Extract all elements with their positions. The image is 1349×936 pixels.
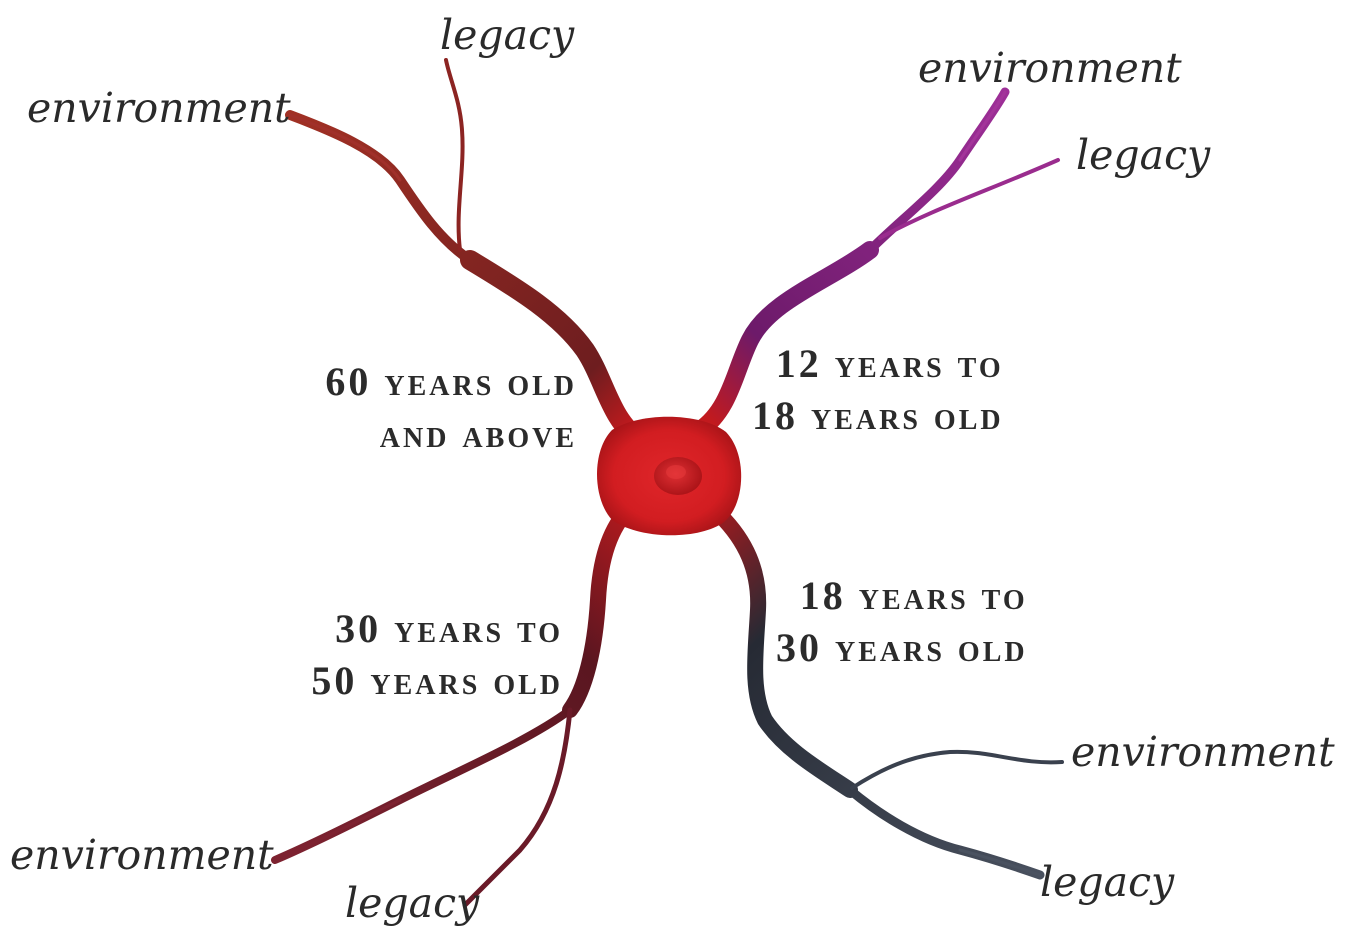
stage-label-30-to-50: 30 years to 50 years old bbox=[311, 603, 563, 707]
upper-right-environment-label: environment bbox=[918, 48, 1182, 89]
stage-label-line: 18 years old bbox=[752, 390, 1004, 442]
lower-right-environment-label: environment bbox=[1071, 732, 1335, 773]
stage-label-line: 12 years to bbox=[752, 338, 1004, 390]
stage-label-line: 50 years old bbox=[311, 655, 563, 707]
lower-left-environment-label: environment bbox=[10, 835, 274, 876]
stage-label-18-to-30: 18 years to 30 years old bbox=[776, 570, 1028, 674]
stage-label-line: 30 years to bbox=[311, 603, 563, 655]
stage-label-60-and-above: 60 years old and above bbox=[325, 356, 577, 460]
branch-lower-right bbox=[720, 515, 1062, 875]
upper-left-legacy-label: legacy bbox=[440, 15, 574, 56]
lower-right-legacy-label: legacy bbox=[1040, 862, 1174, 903]
stage-label-line: 30 years old bbox=[776, 622, 1028, 674]
upper-right-legacy-label: legacy bbox=[1076, 135, 1210, 176]
upper-left-environment-label: environment bbox=[27, 88, 291, 129]
cell-body bbox=[597, 417, 741, 536]
stage-label-12-to-18: 12 years to 18 years old bbox=[752, 338, 1004, 442]
stage-label-line: 60 years old bbox=[325, 356, 577, 408]
stage-label-line: and above bbox=[325, 408, 577, 460]
lower-left-legacy-label: legacy bbox=[345, 883, 479, 924]
stage-label-line: 18 years to bbox=[776, 570, 1028, 622]
